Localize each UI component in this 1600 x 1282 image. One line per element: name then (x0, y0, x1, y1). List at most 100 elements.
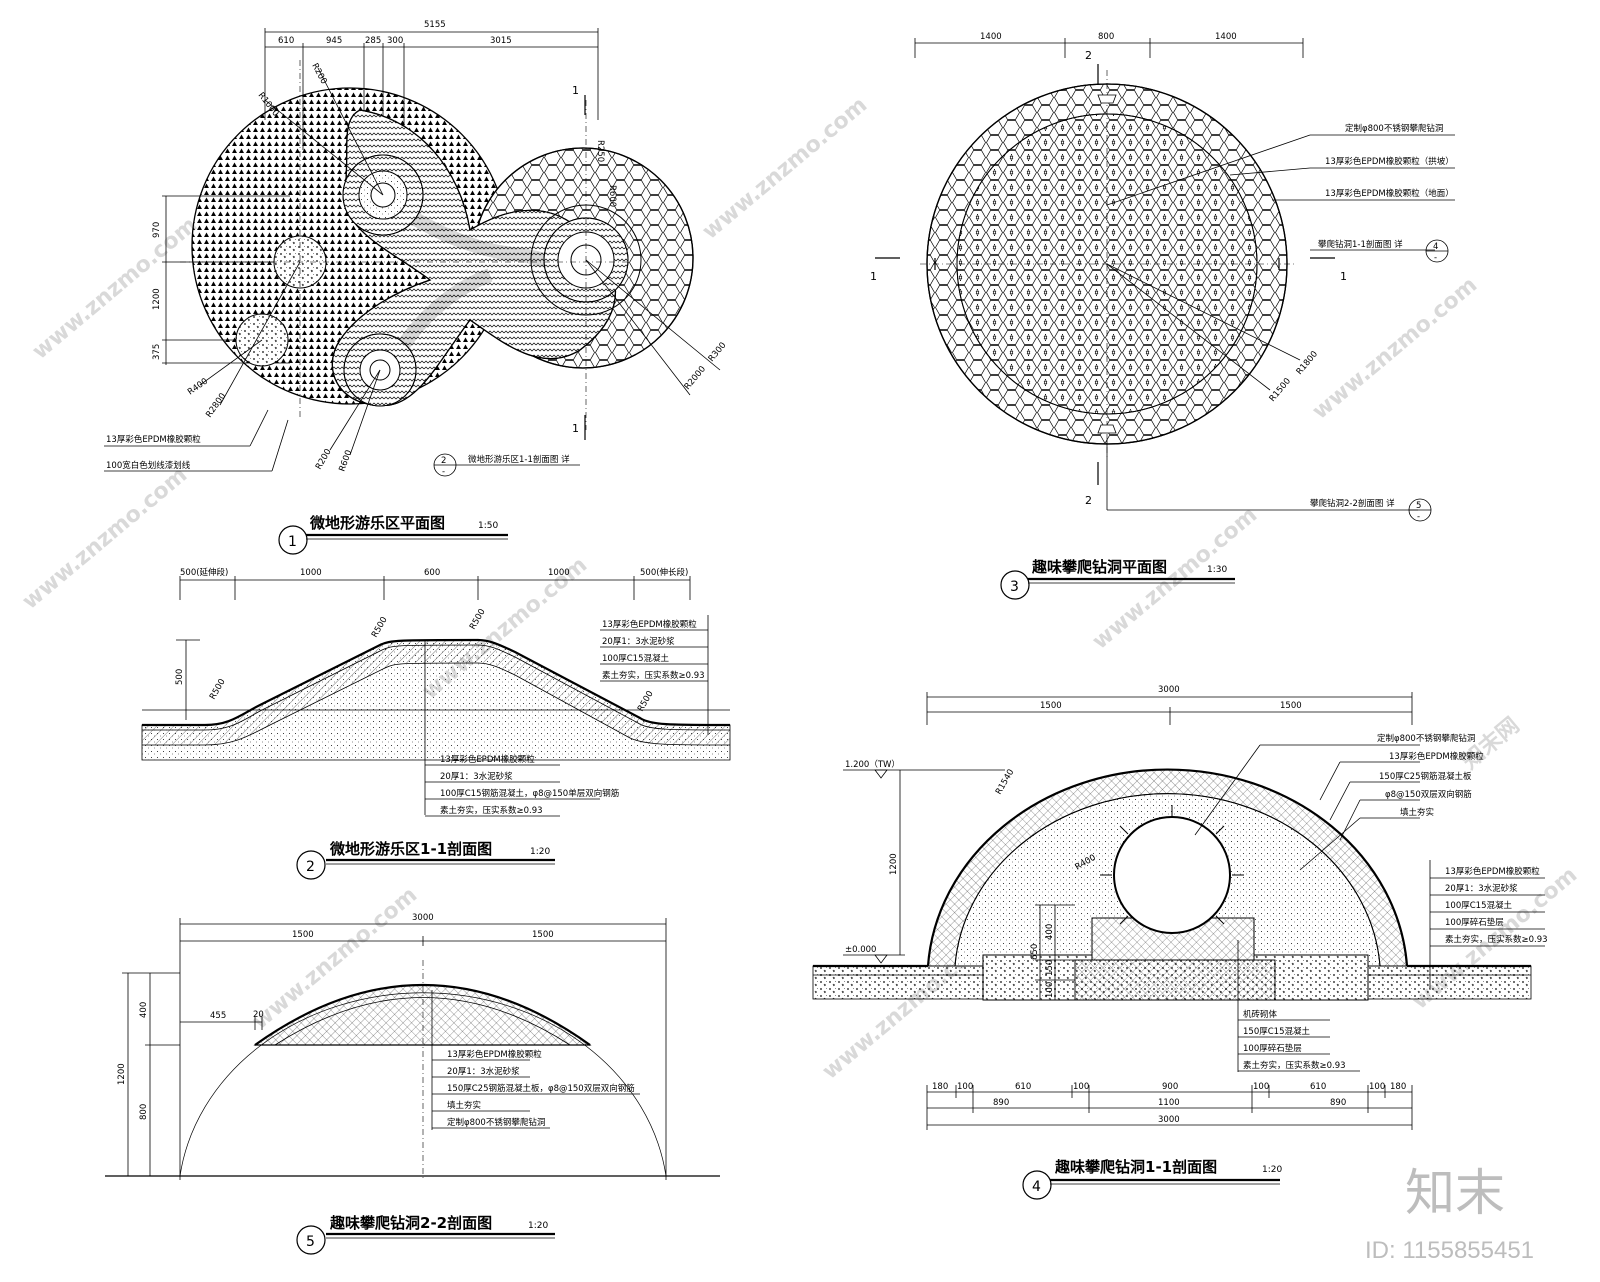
section1-dim: 500(延伸段) (180, 567, 228, 578)
section4-dim-row1: 900 (1162, 1082, 1178, 1092)
plan-dim-3: 285 (365, 36, 381, 46)
plan-radius: R2800 (204, 391, 228, 419)
section4-dim-row1: 180 (1390, 1082, 1406, 1092)
drawing-scale: 1:30 (1207, 565, 1227, 575)
drawing-3-plan: 1400 800 1400 2 1 1 2 定制φ800不锈钢攀爬钻洞 13厚彩… (870, 32, 1455, 600)
drawing-number: 5 (306, 1234, 315, 1250)
section4-dim-row1: 610 (1015, 1082, 1031, 1092)
drawing-5-section: 3000 1500 1500 455 20 400 1200 800 13厚彩 (105, 913, 720, 1255)
plan3-ref-text: 攀爬钻洞1-1剖面图 详 (1318, 239, 1403, 250)
section4-dim-row2: 1100 (1158, 1098, 1180, 1108)
section5-note: 20厚1：3水泥砂浆 (447, 1066, 520, 1077)
section4-note-upper: 13厚彩色EPDM橡胶颗粒 (1389, 751, 1484, 762)
plan3-ref-text: 攀爬钻洞2-2剖面图 详 (1310, 498, 1395, 509)
plan3-section-mark: 2 (1085, 494, 1092, 507)
drawing-title: 微地形游乐区平面图 (309, 514, 445, 532)
plan3-dim: 1400 (1215, 32, 1237, 42)
plan3-radius: R1500 (1268, 376, 1293, 404)
section4-dim-row3: 3000 (1158, 1115, 1180, 1125)
plan3-note: 定制φ800不锈钢攀爬钻洞 (1345, 123, 1443, 134)
section1-note: 20厚1：3水泥砂浆 (602, 636, 675, 647)
section4-note-bottom: 100厚碎石垫层 (1243, 1043, 1302, 1054)
section4-note-upper: φ8@150双层双向钢筋 (1385, 789, 1472, 800)
section1-note-center: 20厚1：3水泥砂浆 (440, 771, 513, 782)
drawing-title: 趣味攀爬钻洞平面图 (1031, 558, 1167, 576)
plan-dim-left-2: 1200 (152, 288, 162, 310)
section4-level-ground: ±0.000 (845, 945, 876, 955)
plan-radius: R600 (337, 449, 354, 473)
section5-height: 400 (139, 1002, 149, 1018)
watermark-text: www.znzmo.com (28, 213, 202, 365)
section5-note: 13厚彩色EPDM橡胶颗粒 (447, 1049, 542, 1060)
plan-radius: R600 (607, 185, 617, 207)
plan-dim-left-1: 970 (152, 222, 162, 238)
plan-ref-text: 微地形游乐区1-1剖面图 详 (468, 454, 570, 465)
plan3-ref-sheet: - (1417, 512, 1420, 522)
section4-side-dim: 650 (1030, 944, 1040, 960)
plan3-radius: R1800 (1295, 349, 1320, 377)
drawing-title: 趣味攀爬钻洞1-1剖面图 (1054, 1158, 1217, 1176)
section4-note-right: 素土夯实，压实系数≥0.93 (1445, 934, 1548, 945)
section5-height: 1200 (117, 1063, 127, 1085)
drawing-scale: 1:50 (478, 521, 498, 531)
plan3-ref-sheet: - (1434, 253, 1437, 263)
plan3-section-mark: 1 (870, 270, 877, 283)
section4-note-upper: 定制φ800不锈钢攀爬钻洞 (1377, 733, 1475, 744)
section1-note: 13厚彩色EPDM橡胶颗粒 (602, 619, 697, 630)
section4-note-right: 100厚C15混凝土 (1445, 900, 1512, 911)
brand-logo-text: 知末 (1405, 1165, 1505, 1221)
drawing-scale: 1:20 (530, 847, 550, 857)
section1-radius: R500 (208, 677, 228, 701)
plan-ref-num: 2 (441, 456, 446, 466)
section1-radius: R500 (370, 615, 390, 639)
plan-radius: R250 (595, 140, 605, 162)
section4-note-bottom: 素土夯实，压实系数≥0.93 (1243, 1060, 1346, 1071)
section5-height: 800 (139, 1104, 149, 1120)
plan-radius: R200 (309, 62, 328, 86)
section5-dim-small: 20 (253, 1010, 264, 1020)
section1-dim: 500(伸长段) (640, 567, 688, 578)
plan-note: 13厚彩色EPDM橡胶颗粒 (106, 434, 201, 445)
drawing-scale: 1:20 (528, 1221, 548, 1231)
drawing-number: 4 (1032, 1179, 1041, 1195)
section5-dim: 1500 (292, 930, 314, 940)
section4-dim-row1: 100 (1073, 1082, 1089, 1092)
drawing-number: 1 (288, 534, 297, 550)
section4-note-upper: 150厚C25钢筋混凝土板 (1379, 771, 1472, 782)
section4-side-dim: 150 (1045, 960, 1055, 976)
plan-radius: R2000 (683, 364, 708, 392)
drawing-number: 2 (306, 859, 315, 875)
section5-dim-small: 455 (210, 1011, 226, 1021)
section-mark: 1 (572, 422, 579, 435)
section5-note: 150厚C25钢筋混凝土板，φ8@150双层双向钢筋 (447, 1083, 635, 1094)
plan-ref-sheet: - (442, 467, 445, 477)
section4-note-right: 20厚1：3水泥砂浆 (1445, 883, 1518, 894)
plan-dim-2: 945 (326, 36, 342, 46)
plan-note: 100宽白色划线漆划线 (106, 460, 191, 471)
section4-side-dim: 400 (1045, 924, 1055, 940)
section1-dim: 1000 (548, 568, 570, 578)
drawing-scale: 1:20 (1262, 1165, 1282, 1175)
section4-dim-row1: 100 (1369, 1082, 1385, 1092)
section5-dim: 1500 (532, 930, 554, 940)
plan-dim-total: 5155 (424, 20, 446, 30)
plan-dim-1: 610 (278, 36, 294, 46)
plan-radius: R300 (707, 341, 729, 364)
section1-height: 500 (175, 669, 185, 685)
section4-note-bottom: 机砖砌体 (1243, 1009, 1278, 1020)
section1-note-center: 13厚彩色EPDM橡胶颗粒 (440, 754, 535, 765)
drawing-4-section: 3000 1500 1500 1.200（TW） ±0.000 1200 (812, 685, 1548, 1200)
section4-radius: R1540 (994, 768, 1016, 797)
section4-dim: 1500 (1040, 701, 1062, 711)
section1-dim: 1000 (300, 568, 322, 578)
plan3-ref-num: 5 (1416, 501, 1421, 511)
section-mark: 1 (572, 84, 579, 97)
plan3-ref-num: 4 (1433, 242, 1438, 252)
section4-note-bottom: 150厚C15混凝土 (1243, 1026, 1310, 1037)
section4-dim-row1: 100 (957, 1082, 973, 1092)
section4-dim-total: 3000 (1158, 685, 1180, 695)
plan-dim-left-3: 375 (152, 344, 162, 360)
section4-dim-row2: 890 (1330, 1098, 1346, 1108)
plan-dim-4: 300 (387, 36, 403, 46)
